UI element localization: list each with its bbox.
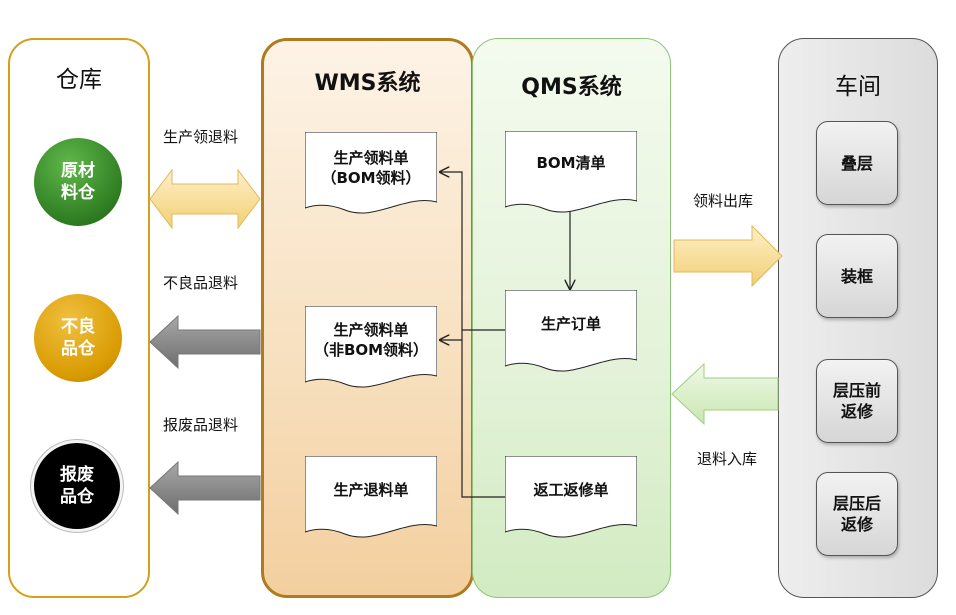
- double-arrow-production: [149, 168, 261, 230]
- flow-label-scrap-return: 报废品退料: [163, 416, 239, 434]
- doc-production-return: 生产退料单: [305, 456, 437, 540]
- defective-warehouse: 不良 品仓: [34, 294, 122, 382]
- doc-bom-list: BOM清单: [505, 131, 637, 215]
- workshop-pre-lamination-rework: 层压前 返修: [816, 359, 898, 443]
- warehouse-title: 仓库: [56, 67, 102, 93]
- arrow-return-in: [671, 362, 779, 426]
- qms-title: QMS系统: [521, 75, 622, 100]
- connector-rework-to-return: [461, 340, 505, 498]
- doc-rework-order: 返工返修单: [505, 456, 637, 540]
- flow-label-production-issue-return: 生产领退料: [163, 128, 239, 146]
- workshop-lamination-stacking: 叠层: [816, 121, 898, 205]
- flow-label-issue-out: 领料出库: [693, 192, 754, 210]
- flow-label-defective-return: 不良品退料: [163, 274, 239, 292]
- doc-nonbom-issue: 生产领料单 （非BOM领料）: [305, 306, 437, 390]
- wms-title: WMS系统: [314, 71, 421, 96]
- doc-bom-issue: 生产领料单 （BOM领料）: [305, 132, 437, 216]
- workshop-post-lamination-rework: 层压后 返修: [816, 472, 898, 556]
- arrow-scrap-return: [149, 460, 261, 516]
- scrap-warehouse: 报废 品仓: [31, 440, 123, 532]
- connector-order-to-bom-issue: [440, 172, 505, 331]
- workshop-framing: 装框: [816, 234, 898, 318]
- doc-production-order: 生产订单: [505, 290, 637, 374]
- arrow-issue-out: [673, 224, 783, 288]
- raw-material-warehouse: 原材 料仓: [34, 138, 122, 226]
- connector-order-to-nonbom-issue: [440, 330, 463, 340]
- arrow-defective-return: [149, 314, 261, 370]
- workshop-title: 车间: [835, 74, 881, 100]
- flow-label-return-in: 退料入库: [697, 450, 758, 468]
